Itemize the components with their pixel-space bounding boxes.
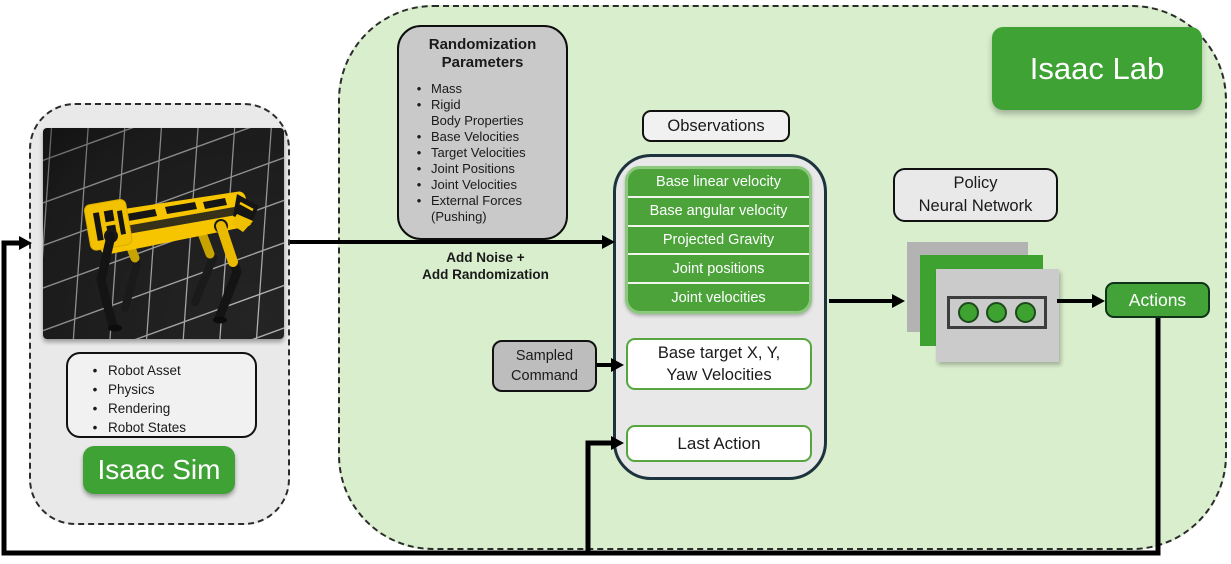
list-item: Base Velocities [399, 129, 566, 145]
list-item: Joint Velocities [399, 177, 566, 193]
nn-node-circle [1015, 302, 1037, 323]
list-item: Robot Asset [82, 361, 245, 380]
observation-row: Base angular velocity [628, 195, 809, 225]
nn-layer-rect [947, 296, 1047, 329]
list-item: Robot States [82, 418, 245, 437]
add-noise-label: Add Noise + Add Randomization [422, 250, 549, 282]
list-item-continuation: (Pushing) [431, 209, 487, 224]
bullet-icon [407, 161, 431, 177]
list-item: Joint Positions [399, 161, 566, 177]
feature-label: Rendering [108, 401, 171, 416]
list-item-continuation: Body Properties [431, 113, 524, 128]
list-item: Rendering [82, 399, 245, 418]
policy-neural-network-title: Policy Neural Network [893, 168, 1058, 222]
list-item: Rigid [399, 97, 566, 113]
bullet-icon [82, 418, 108, 437]
list-item: Physics [82, 380, 245, 399]
observation-rows: Base linear velocity Base angular veloci… [625, 166, 812, 314]
nn-node-circle [986, 302, 1008, 323]
bullet-icon [82, 361, 108, 380]
feature-label: Robot States [108, 420, 187, 435]
feature-label: Physics [108, 382, 155, 397]
observations-title: Observations [642, 110, 790, 142]
list-item: External Forces [399, 193, 566, 209]
robot-simulation-image [43, 128, 284, 339]
sampled-command-box: Sampled Command [492, 340, 597, 392]
randomization-title: Randomization Parameters [428, 36, 537, 71]
bullet-icon [82, 399, 108, 418]
actions-box: Actions [1105, 282, 1210, 318]
list-item: Target Velocities [399, 145, 566, 161]
observation-row: Joint velocities [628, 282, 809, 311]
bullet-icon [407, 129, 431, 145]
randomization-list: Mass Rigid Body Properties Base Velociti… [399, 81, 566, 225]
isaac-sim-title: Isaac Sim [83, 446, 235, 494]
list-item: Mass [399, 81, 566, 97]
observation-row: Joint positions [628, 253, 809, 282]
observation-row: Base linear velocity [656, 174, 781, 191]
bullet-icon [82, 380, 108, 399]
feature-label: Robot Asset [108, 363, 181, 378]
base-target-velocities-box: Base target X, Y, Yaw Velocities [626, 338, 812, 390]
bullet-icon [407, 97, 431, 113]
bullet-icon [407, 177, 431, 193]
bullet-icon [407, 81, 431, 97]
grid-floor [43, 128, 284, 339]
bullet-icon [407, 193, 431, 209]
nn-node-circle [957, 302, 979, 323]
isaac-lab-title: Isaac Lab [992, 27, 1202, 110]
isaac-sim-feature-list: Robot Asset Physics Rendering Robot Stat… [66, 352, 257, 438]
randomization-parameters-box: Randomization Parameters Mass Rigid Body… [397, 25, 568, 240]
bullet-icon [407, 145, 431, 161]
observation-row: Projected Gravity [628, 224, 809, 254]
last-action-box: Last Action [626, 425, 812, 462]
